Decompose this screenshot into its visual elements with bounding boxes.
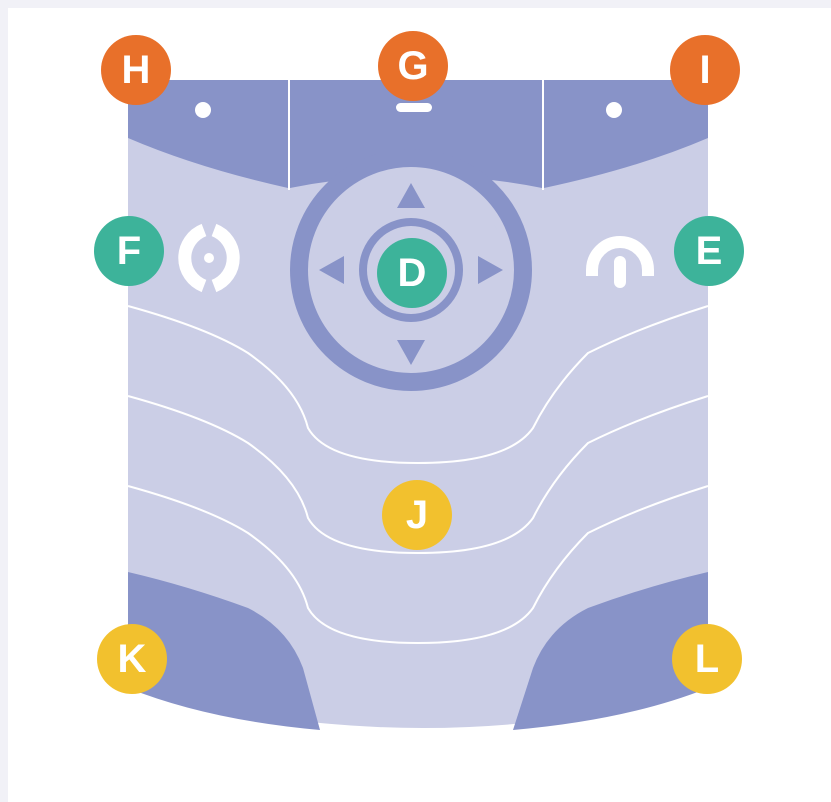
nav-ring[interactable] xyxy=(290,149,532,391)
label-L: L xyxy=(672,624,742,694)
center-top-key[interactable] xyxy=(290,80,542,188)
dot-icon xyxy=(195,102,211,118)
dot-icon xyxy=(606,102,622,118)
row-separator xyxy=(127,305,709,465)
bottom-left-key[interactable] xyxy=(128,572,320,730)
dash-icon xyxy=(396,103,432,112)
bottom-right-key[interactable] xyxy=(513,572,708,730)
row-separator xyxy=(127,485,709,645)
keypad-body xyxy=(128,80,708,728)
right-soft-key[interactable] xyxy=(544,80,708,188)
label-D: D xyxy=(377,238,447,308)
label-E: E xyxy=(674,216,744,286)
power-icon[interactable] xyxy=(586,236,654,288)
arrow-left-icon[interactable] xyxy=(319,256,344,284)
arrow-right-icon[interactable] xyxy=(478,256,503,284)
label-K: K xyxy=(97,624,167,694)
label-I: I xyxy=(670,35,740,105)
phone-keypad-diagram: H G I F D E J K L xyxy=(8,8,831,802)
arrow-down-icon[interactable] xyxy=(397,340,425,365)
label-F: F xyxy=(94,216,164,286)
label-H: H xyxy=(101,35,171,105)
label-J: J xyxy=(382,480,452,550)
row-separator xyxy=(127,395,709,555)
left-soft-key[interactable] xyxy=(128,80,288,188)
arrow-up-icon[interactable] xyxy=(397,183,425,208)
label-G: G xyxy=(378,31,448,101)
ring-icon[interactable] xyxy=(178,223,240,293)
